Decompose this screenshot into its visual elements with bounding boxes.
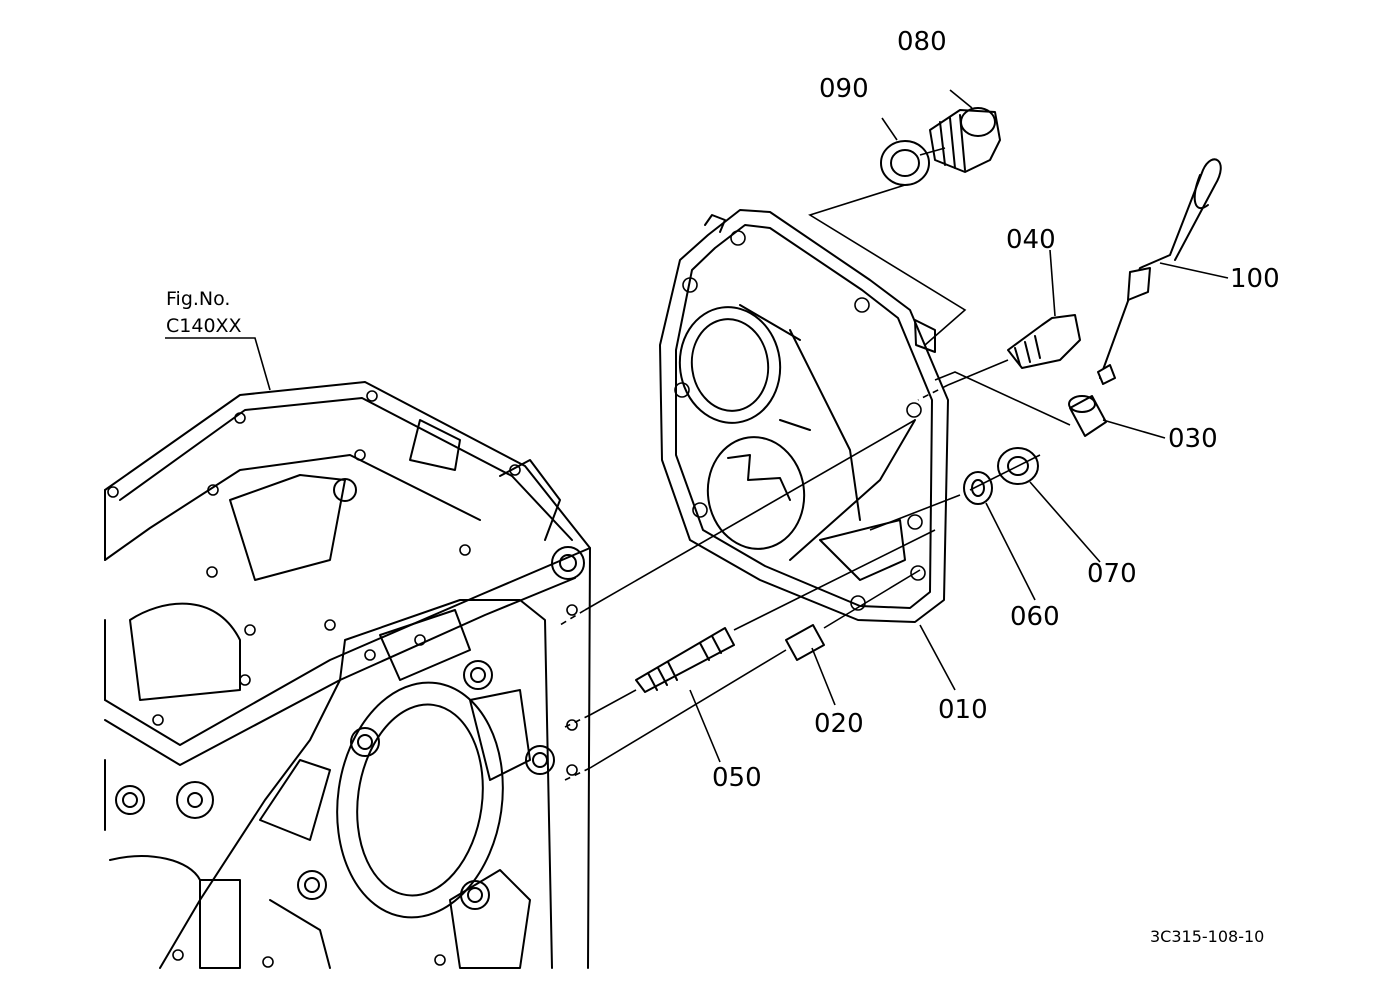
figure-ref-code: C140XX <box>166 315 242 337</box>
callout-010: 010 <box>938 695 988 725</box>
part-030-collar <box>1068 395 1107 437</box>
callout-040: 040 <box>1006 225 1056 255</box>
gear-case-cover <box>659 209 949 623</box>
drawing-code: 3C315-108-10 <box>1150 927 1264 946</box>
callout-030: 030 <box>1168 424 1218 454</box>
part-060-circlip <box>963 471 993 505</box>
part-050-stud <box>635 627 735 693</box>
part-020-pin <box>785 624 825 661</box>
callout-080: 080 <box>897 27 947 57</box>
callout-020: 020 <box>814 709 864 739</box>
part-090-gasket <box>880 140 930 186</box>
callout-100: 100 <box>1230 264 1280 294</box>
callout-labels: 080 090 040 100 030 070 060 010 020 050 … <box>166 27 1280 946</box>
callout-060: 060 <box>1010 602 1060 632</box>
part-040-bolt <box>1007 314 1081 369</box>
part-080-plug <box>929 107 1001 173</box>
callout-090: 090 <box>819 74 869 104</box>
callout-070: 070 <box>1087 559 1137 589</box>
callout-050: 050 <box>712 763 762 793</box>
part-100-dipstick <box>1097 158 1222 385</box>
engine-block <box>104 381 591 969</box>
leader-lines <box>165 89 1229 781</box>
figure-ref-label: Fig.No. <box>166 288 230 310</box>
